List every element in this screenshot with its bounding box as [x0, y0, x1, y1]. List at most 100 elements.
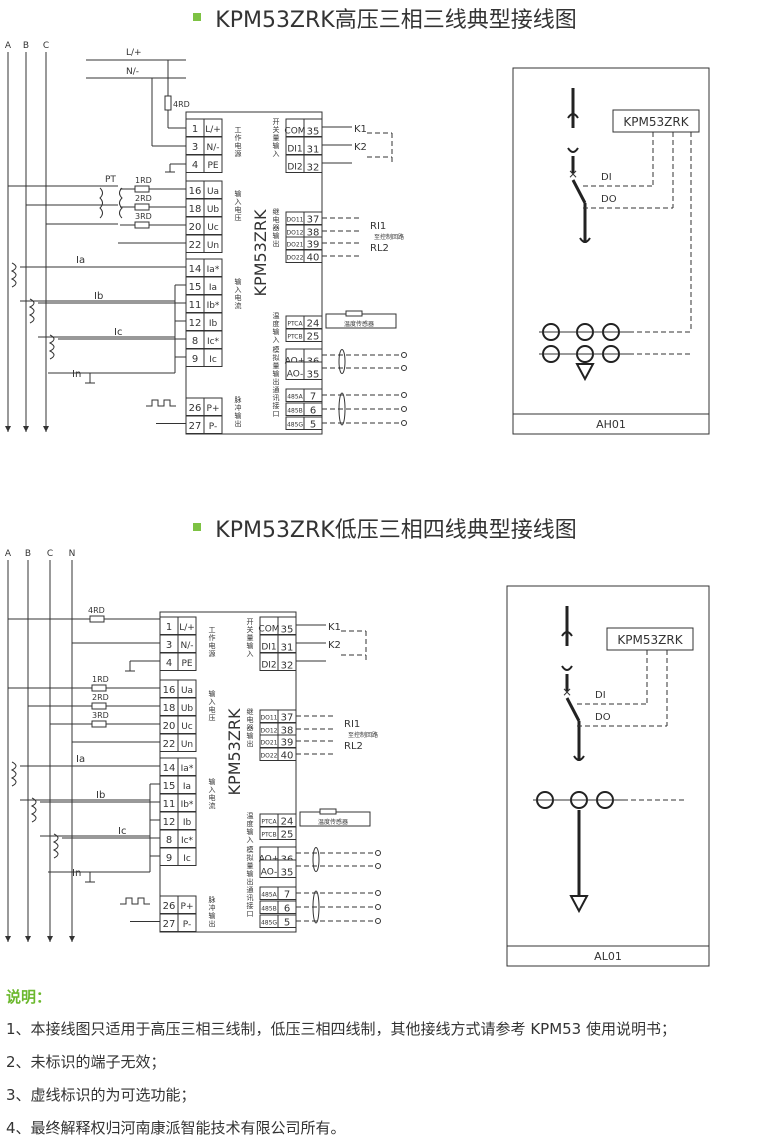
vertical-char: 讯 [273, 394, 280, 402]
terminal-name: PTCA [261, 819, 277, 826]
terminal-num: 35 [281, 625, 294, 636]
meter-tag-label: KPM53ZRK [617, 633, 683, 647]
terminal-num: 14 [163, 763, 176, 774]
terminal-name: Un [181, 740, 193, 750]
terminal-end-icon [401, 392, 407, 398]
breaker-blade [571, 179, 587, 204]
terminal-name: L/+ [205, 125, 221, 135]
terminal-name-cell [177, 913, 197, 932]
shield-icon [312, 847, 320, 872]
terminal-name: PTCA [287, 321, 303, 328]
terminal-num: 38 [281, 726, 294, 737]
cabinet-frame [506, 585, 710, 967]
fuse-label: 1RD [92, 675, 109, 684]
contact-icon [561, 631, 573, 637]
vertical-char: 冲 [209, 903, 216, 912]
vertical-char: 量 [247, 634, 254, 642]
terminal-num: 16 [163, 685, 176, 696]
ground-arrow-icon [575, 363, 595, 382]
terminal-name: Ia [209, 283, 217, 293]
terminal-name-cell [177, 652, 197, 671]
meter-tag [612, 109, 700, 133]
terminal-end-icon [375, 904, 381, 910]
terminal-num: 31 [307, 145, 320, 156]
vertical-char: 口 [247, 910, 254, 918]
terminal-name: DI2 [261, 661, 276, 671]
fuse-2RD [91, 702, 107, 710]
terminal-num: 4 [166, 658, 172, 669]
terminal-num: 25 [281, 830, 294, 841]
ct-coil-icon [52, 833, 59, 859]
vertical-char: 接 [247, 901, 254, 910]
vertical-char: 输 [235, 189, 242, 198]
terminal-name: N/- [206, 143, 219, 153]
phase-label-B: B [23, 41, 29, 51]
vertical-char: 模 [273, 345, 280, 354]
terminal-end-icon [401, 352, 407, 358]
terminal-num: 11 [189, 300, 202, 311]
notes-heading: 说明： [6, 988, 52, 1006]
terminal-name: Ib* [207, 301, 220, 311]
fuse-label: 3RD [135, 212, 152, 221]
vertical-char: 电 [209, 641, 216, 650]
terminal-num: 15 [189, 282, 202, 293]
terminal-name: Ub [181, 704, 194, 714]
vertical-char: 出 [235, 419, 242, 428]
vertical-char: 通 [247, 885, 254, 894]
vertical-char: 入 [209, 786, 216, 794]
vertical-char: 入 [273, 336, 280, 344]
terminal-num: 7 [284, 890, 290, 901]
terminal-name-cell [203, 415, 223, 434]
vertical-char: 开 [247, 618, 254, 626]
ground-arrow-icon [569, 895, 589, 914]
in-label: In [72, 369, 81, 380]
power-n-label: N/- [126, 67, 139, 77]
terminal-name: DI1 [287, 145, 302, 155]
terminal-end-icon [375, 850, 381, 856]
phase-label-A: A [5, 549, 12, 559]
k1-label: K1 [354, 124, 367, 135]
cabinet-label: AH01 [596, 418, 626, 431]
vertical-char: 电 [235, 141, 242, 150]
k2-label: K2 [328, 640, 341, 651]
vertical-char: 输 [209, 689, 216, 698]
terminal-num: 35 [307, 370, 320, 381]
fuse-1RD [134, 185, 150, 193]
vertical-char: 源 [235, 149, 242, 158]
contact-icon [573, 755, 585, 761]
diagram-title-lv: KPM53ZRK低压三相四线典型接线图 [0, 512, 770, 544]
vertical-char: 温 [273, 311, 280, 320]
terminal-name: Ib [209, 319, 218, 329]
terminal-num: 6 [284, 904, 290, 915]
terminal-name: Un [207, 241, 219, 251]
contact-icon [567, 147, 579, 153]
current-label: Ia [76, 255, 85, 266]
terminal-name: Uc [181, 722, 193, 732]
breaker-blade [565, 697, 581, 722]
fuse-label: 1RD [135, 176, 152, 185]
ct-coil-icon [10, 262, 17, 288]
arrow-down-icon [69, 936, 75, 942]
title-bullet-icon [193, 13, 202, 21]
terminal-name: 485B [287, 408, 303, 415]
di-label: DI [595, 690, 606, 701]
terminal-end-icon [401, 365, 407, 371]
vertical-char: 电 [209, 705, 216, 714]
terminal-name: DO21 [287, 242, 304, 249]
terminal-name: PTCB [261, 832, 276, 839]
vertical-char: 输 [247, 731, 254, 740]
terminal-num: 37 [281, 713, 294, 724]
fuse-2RD [134, 203, 150, 211]
cabinet-label: AL01 [594, 950, 622, 963]
terminal-name: PTCB [287, 334, 302, 341]
terminal-num: 20 [189, 222, 202, 233]
vertical-char: 出 [209, 919, 216, 928]
